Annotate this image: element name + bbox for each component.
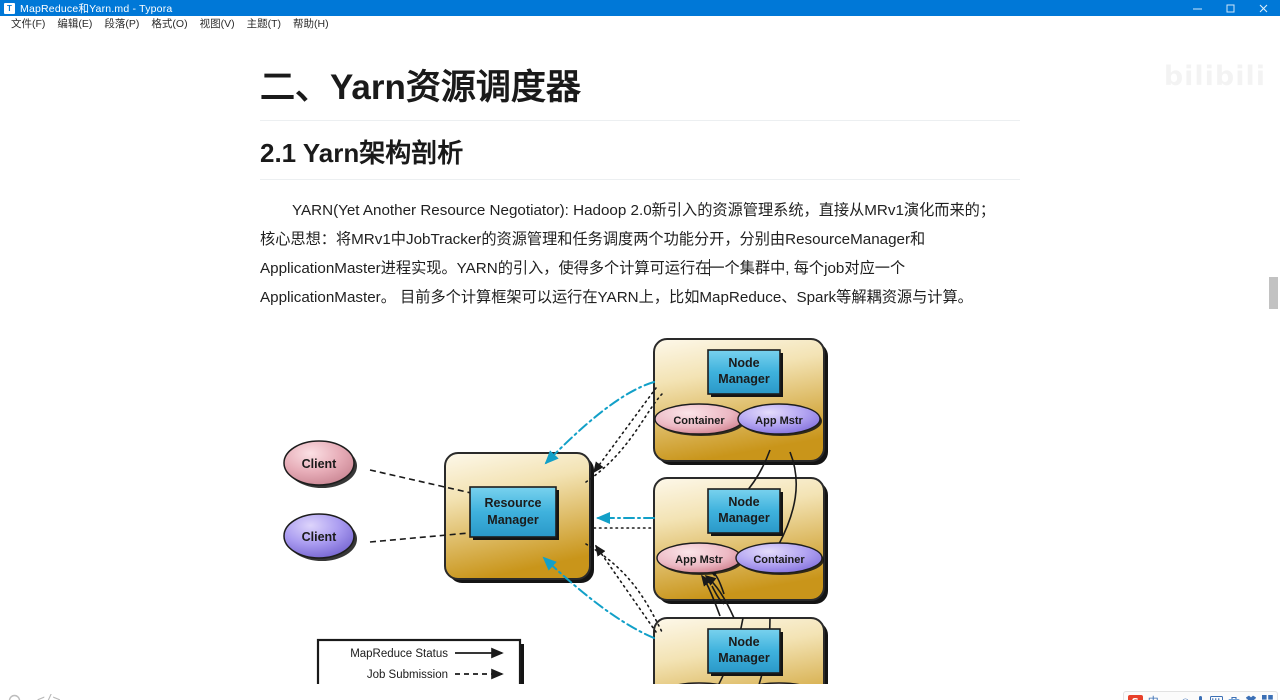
resource-manager-label-a: Resource [485, 496, 542, 510]
paragraph-line-2[interactable]: 核心思想：将MRv1中JobTracker的资源管理和任务调度两个功能分开，分别… [260, 227, 1020, 252]
resource-manager-label-b: Manager [487, 513, 539, 527]
ime-toolbox-icon[interactable] [1228, 696, 1240, 700]
svg-text:Client: Client [302, 530, 338, 544]
container-ellipse-1: Container [654, 402, 745, 436]
node-manager-label-3a: Node [728, 635, 759, 649]
paragraph-text-2: 核心思想：将MRv1中JobTracker的资源管理和任务调度两个功能分开，分别… [260, 230, 926, 248]
app-mstr-ellipse-2: App Mstr [656, 541, 743, 575]
svg-text:Container: Container [673, 415, 725, 427]
node-manager-box-2: Node Manager [707, 487, 783, 536]
close-icon[interactable] [1247, 0, 1280, 16]
resource-manager-box: Resource Manager [469, 485, 559, 540]
paragraph-text-3a: ApplicationMaster进程实现。YARN的引入，使得多个计算可运行在 [260, 259, 711, 277]
statusbar: </> S 中 ， ☺ [0, 684, 1280, 700]
node-manager-label-3b: Manager [718, 651, 770, 665]
sogou-logo-icon[interactable]: S [1127, 694, 1143, 700]
scrollbar-thumb[interactable] [1269, 277, 1278, 309]
vertical-scrollbar[interactable] [1267, 32, 1280, 684]
node-manager-box-3: Node Manager [707, 627, 783, 676]
container-ellipse-4: Container [756, 681, 802, 684]
node-manager-label-2b: Manager [718, 511, 770, 525]
section-title: 2.1 Yarn架构剖析 [260, 137, 1020, 180]
window-controls [1181, 0, 1280, 16]
paragraph-text-1: YARN(Yet Another Resource Negotiator): H… [292, 201, 996, 219]
paragraph-line-1[interactable]: YARN(Yet Another Resource Negotiator): H… [260, 198, 1020, 223]
app-icon: T [4, 2, 15, 14]
page-title: 二、Yarn资源调度器 [260, 66, 1020, 121]
legend-label-0: MapReduce Status [350, 648, 448, 660]
container-ellipse-3: Container [676, 681, 722, 684]
svg-text:Container: Container [753, 554, 805, 566]
app-mstr-ellipse-1: App Mstr [737, 402, 822, 436]
svg-text:App Mstr: App Mstr [755, 415, 803, 427]
menu-file[interactable]: 文件(F) [11, 18, 46, 30]
ime-language-icon[interactable]: 中 [1148, 696, 1159, 700]
node-manager-label-1b: Manager [718, 372, 770, 386]
node-manager-box-1: Node Manager [707, 348, 783, 397]
document-scroll-area[interactable]: bilibili 二、Yarn资源调度器 2.1 Yarn架构剖析 YARN(Y… [0, 32, 1280, 684]
document-page: 二、Yarn资源调度器 2.1 Yarn架构剖析 YARN(Yet Anothe… [0, 32, 1280, 684]
node-manager-label-2a: Node [728, 495, 759, 509]
legend-label-1: Job Submission [367, 669, 448, 681]
maximize-icon[interactable] [1214, 0, 1247, 16]
paragraph-text-4: ApplicationMaster。 目前多个计算框架可以运行在YARN上，比如… [260, 288, 973, 306]
menu-paragraph[interactable]: 段落(P) [104, 18, 140, 30]
ime-toolbar[interactable]: S 中 ， ☺ [1122, 691, 1278, 700]
svg-text:App Mstr: App Mstr [675, 554, 723, 566]
paragraph-text-3b: 一个集群中, 每个job对应一个 [709, 259, 906, 277]
ime-keyboard-icon[interactable] [1210, 696, 1223, 700]
yarn-architecture-diagram[interactable]: Node Manager Node Manager Node Manager [260, 332, 1020, 684]
diagram-legend: MapReduce Status Job Submission Node Sta… [316, 638, 524, 684]
document-content: 二、Yarn资源调度器 2.1 Yarn架构剖析 YARN(Yet Anothe… [260, 32, 1020, 684]
paragraph-line-4[interactable]: ApplicationMaster。 目前多个计算框架可以运行在YARN上，比如… [260, 285, 1020, 310]
menubar: 文件(F) 编辑(E) 段落(P) 格式(O) 视图(V) 主题(T) 帮助(H… [0, 16, 1280, 32]
ime-voice-icon[interactable] [1196, 695, 1205, 700]
window-titlebar[interactable]: T MapReduce和Yarn.md - Typora [0, 0, 1280, 16]
ime-emoji-icon[interactable]: ☺ [1180, 696, 1191, 700]
menu-theme[interactable]: 主题(T) [246, 18, 282, 30]
paragraph-line-3[interactable]: ApplicationMaster进程实现。YARN的引入，使得多个计算可运行在… [260, 256, 1020, 281]
source-code-icon[interactable]: </> [37, 692, 61, 700]
menu-view[interactable]: 视图(V) [199, 18, 235, 30]
menu-format[interactable]: 格式(O) [151, 18, 188, 30]
menu-help[interactable]: 帮助(H) [293, 18, 329, 30]
container-ellipse-2: Container [735, 541, 824, 575]
text-caret [709, 258, 711, 276]
client-ellipse-2: Client [283, 512, 357, 561]
focus-mode-icon[interactable] [8, 694, 21, 700]
minimize-icon[interactable] [1181, 0, 1214, 16]
svg-text:Client: Client [302, 457, 338, 471]
ime-app-grid-icon[interactable] [1262, 695, 1273, 700]
client-ellipse-1: Client [283, 439, 357, 488]
window-title: MapReduce和Yarn.md - Typora [20, 2, 173, 15]
node-manager-label-1a: Node [728, 356, 759, 370]
ime-punctuation-icon[interactable]: ， [1164, 696, 1175, 700]
menu-edit[interactable]: 编辑(E) [57, 18, 93, 30]
ime-skin-icon[interactable] [1245, 695, 1257, 700]
